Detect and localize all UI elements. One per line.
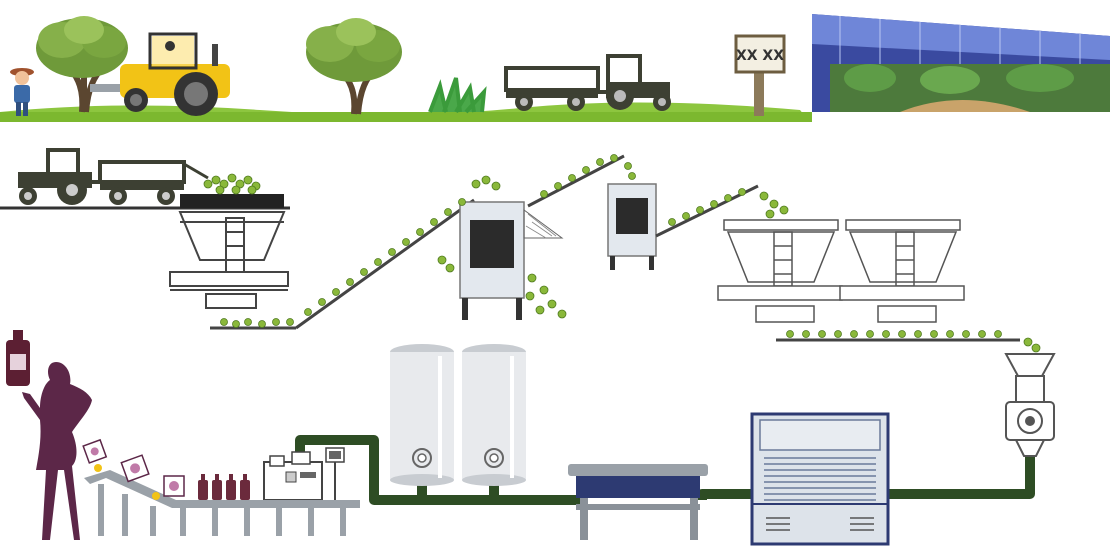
delivery-tractor-icon <box>18 148 209 205</box>
olive-harvester-vehicle-icon <box>90 32 230 116</box>
tractor-with-trailer-icon <box>504 54 671 111</box>
storage-hopper-2 <box>839 219 965 323</box>
olive-crusher-mill <box>1004 353 1056 457</box>
olive-pile-leaves <box>525 273 567 319</box>
oil-pipeline <box>295 435 1035 505</box>
reception-section <box>0 148 1041 353</box>
bottle-icon <box>226 474 236 500</box>
storage-hopper-1 <box>717 219 843 323</box>
malaxer-decanter-machine <box>750 412 890 546</box>
olives-on-belts <box>203 154 1041 353</box>
field-strip: XX XX <box>0 14 1110 122</box>
reception-hopper <box>169 194 289 309</box>
held-oil-bottle-icon <box>6 330 30 386</box>
leaf-removal-machine <box>459 201 564 320</box>
farmer-icon <box>10 68 34 116</box>
storage-tank-2 <box>462 344 526 486</box>
washing-machine <box>607 183 657 270</box>
olive-pile-belt-2 <box>540 154 636 198</box>
olive-pile-mill-feed <box>786 330 1041 353</box>
bottling-conveyor <box>84 464 360 536</box>
grass-base <box>0 112 812 122</box>
grass-tuft-icon <box>428 77 487 114</box>
woman-silhouette <box>22 362 92 540</box>
bottle-icon <box>240 474 250 500</box>
storage-tank-1 <box>390 344 454 486</box>
olive-tree-icon <box>36 16 128 113</box>
woman-presenting-bottle-silhouette <box>6 330 92 540</box>
filter-press-table <box>568 464 708 540</box>
signpost-icon: XX XX <box>734 34 786 116</box>
inclined-conveyor-belt <box>210 198 475 330</box>
olive-tree-icon <box>306 18 402 115</box>
signpost-glyphs: XX XX <box>736 48 784 64</box>
packed-boxes <box>82 438 185 497</box>
bottle-icon <box>212 474 222 500</box>
bottle-filling-machine <box>263 447 345 501</box>
greenhouse-icon <box>812 14 1110 112</box>
oil-bottles <box>198 474 250 500</box>
olive-pile-belt-1 <box>220 175 501 328</box>
bottle-icon <box>198 474 208 500</box>
olive-pile-belt-3 <box>668 188 789 226</box>
olive-pile-trailer <box>203 173 261 195</box>
extraction-section <box>6 330 1056 546</box>
